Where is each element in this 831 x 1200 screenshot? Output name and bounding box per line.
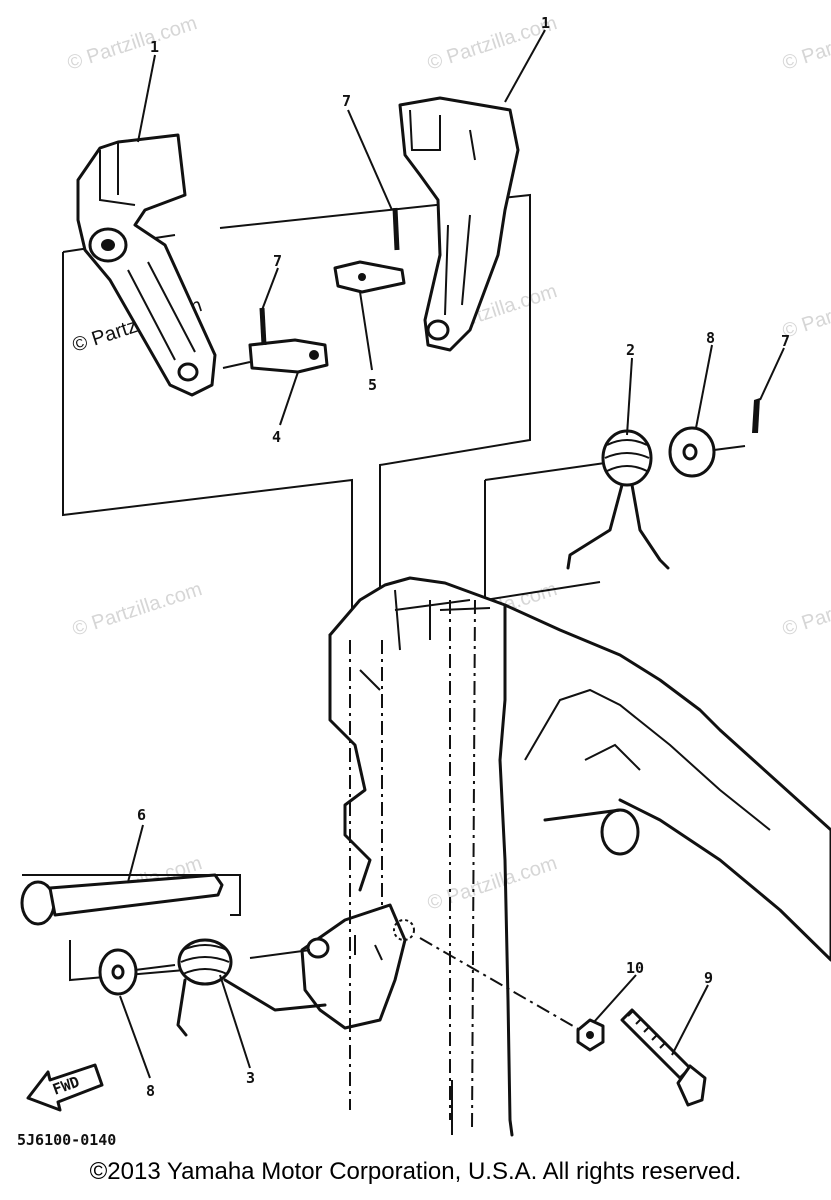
forward-arrow-icon: FWD bbox=[26, 1063, 104, 1112]
pivot-shaft-6 bbox=[20, 873, 241, 926]
watermark: © Partzilla.com bbox=[425, 852, 560, 915]
callout-2: 2 bbox=[626, 341, 635, 359]
copyright-notice: ©2013 Yamaha Motor Corporation, U.S.A. A… bbox=[89, 1158, 742, 1185]
spring-2 bbox=[566, 429, 670, 570]
callout-5: 5 bbox=[368, 376, 377, 394]
callout-6: 6 bbox=[137, 806, 146, 824]
cotter-clips bbox=[259, 207, 760, 433]
nut-10 bbox=[419, 937, 605, 1052]
callout-7: 7 bbox=[342, 92, 351, 110]
watermark: © Partzilla.com bbox=[780, 12, 831, 75]
watermark: © Partzilla.com bbox=[70, 578, 205, 641]
callout-9: 9 bbox=[704, 969, 713, 987]
watermark: © Partzilla.com bbox=[780, 578, 831, 641]
pin-5 bbox=[333, 260, 406, 294]
pin-4 bbox=[222, 338, 329, 374]
watermark: © Partzilla.com bbox=[425, 12, 560, 75]
callout-4: 4 bbox=[272, 428, 281, 446]
callout-3: 3 bbox=[246, 1069, 255, 1087]
step-bracket-right bbox=[398, 96, 520, 352]
stand-bracket bbox=[300, 599, 476, 1135]
callout-1: 1 bbox=[541, 14, 550, 32]
step-bracket-left bbox=[76, 133, 217, 397]
callout-1: 1 bbox=[150, 38, 159, 56]
diagram-code: 5J6100-0140 bbox=[17, 1131, 116, 1149]
callout-10: 10 bbox=[626, 959, 644, 977]
frame-casting bbox=[328, 576, 831, 1137]
watermark: © Partzilla.com bbox=[65, 12, 200, 75]
callout-8: 8 bbox=[146, 1082, 155, 1100]
washer-upper bbox=[668, 426, 746, 478]
callout-7: 7 bbox=[273, 252, 282, 270]
callout-7: 7 bbox=[781, 332, 790, 350]
spring-3 bbox=[69, 938, 327, 1037]
callout-8: 8 bbox=[706, 329, 715, 347]
callouts: 1 1 2 3 4 5 6 7 7 7 8 8 9 10 bbox=[119, 14, 790, 1100]
bolt-9 bbox=[620, 1008, 707, 1107]
